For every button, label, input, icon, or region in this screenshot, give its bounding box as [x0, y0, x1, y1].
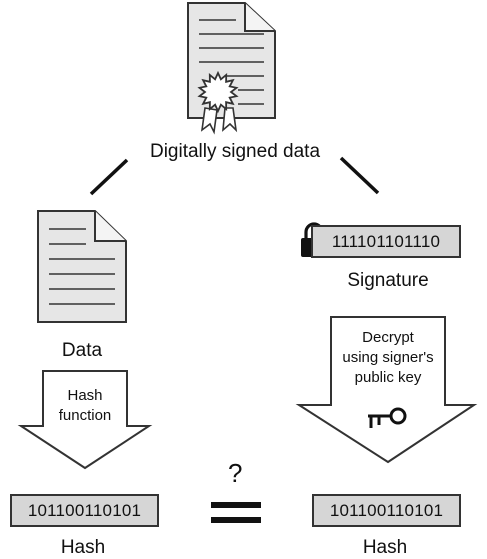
- data-label: Data: [61, 340, 103, 361]
- hash-bits-right: 101100110101: [329, 500, 444, 520]
- connector-right: [339, 156, 380, 195]
- compare-question-mark: ?: [228, 458, 243, 488]
- hash-box-right: 101100110101: [312, 494, 461, 527]
- decrypt-line1: Decrypt: [362, 329, 414, 346]
- hash-label-left: Hash: [60, 537, 106, 558]
- signed-data-label: Digitally signed data: [149, 141, 321, 162]
- hash-function-line2: function: [58, 407, 112, 424]
- document-icon: [37, 210, 127, 323]
- hash-function-arrow: [17, 370, 153, 470]
- decrypt-arrow: [295, 316, 478, 464]
- signature-label: Signature: [347, 270, 429, 291]
- decrypt-line2: using signer's: [342, 349, 434, 366]
- hash-label-right: Hash: [362, 537, 408, 558]
- decrypt-line3: public key: [354, 369, 422, 386]
- signature-bits: 111101101110: [331, 231, 441, 251]
- signature-box: 111101101110: [311, 225, 461, 258]
- seal-icon: [197, 70, 239, 135]
- key-icon: [368, 407, 407, 428]
- hash-box-left: 101100110101: [10, 494, 159, 527]
- decrypt-text: Decrypt using signer's public key: [324, 328, 452, 388]
- hash-function-text: Hash function: [46, 386, 124, 426]
- hash-bits-left: 101100110101: [27, 500, 142, 520]
- connector-left: [89, 158, 129, 196]
- hash-function-line1: Hash: [67, 387, 103, 404]
- equals-icon: [211, 502, 261, 523]
